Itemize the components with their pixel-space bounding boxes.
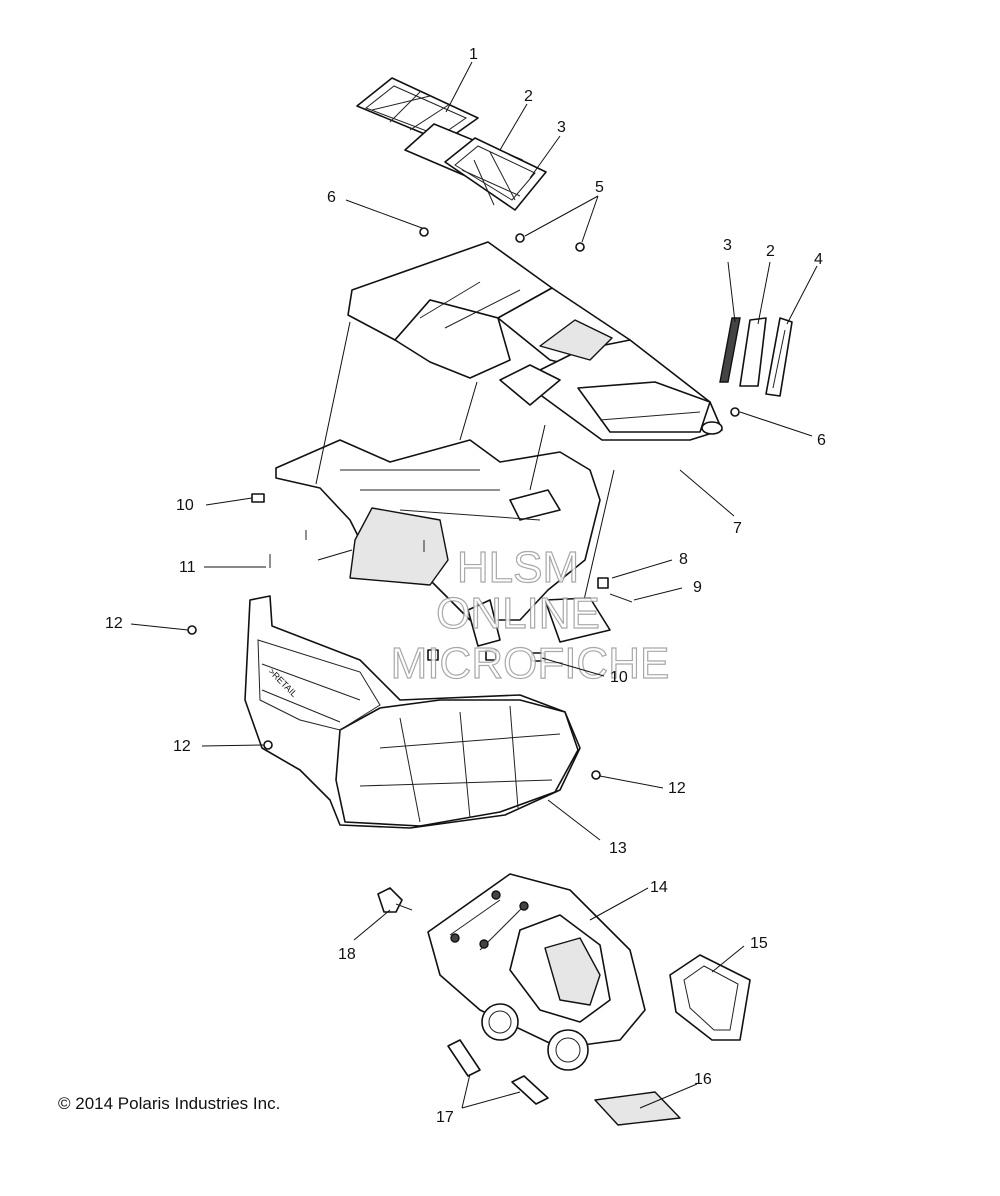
callout-10: 10 xyxy=(176,497,194,514)
callout-2: 2 xyxy=(524,88,533,105)
callout-2-side: 2 xyxy=(766,243,775,260)
callout-9: 9 xyxy=(693,579,702,596)
callout-10-lower: 10 xyxy=(610,669,628,686)
callout-12-right: 12 xyxy=(668,780,686,797)
callout-3: 3 xyxy=(557,119,566,136)
watermark-line-1: HLSM xyxy=(457,543,579,592)
side-filter-pieces xyxy=(719,317,793,397)
callout-11: 11 xyxy=(179,559,196,576)
retainer-knob xyxy=(377,887,413,913)
filter-frame-upper-assembly xyxy=(356,77,547,211)
middle-duct-assembly xyxy=(275,439,611,647)
callout-5: 5 xyxy=(595,179,604,196)
watermark: HLSM ONLINE MICROFICHE xyxy=(390,542,670,688)
upper-intake-cover xyxy=(347,241,723,441)
callout-16: 16 xyxy=(694,1071,712,1088)
callout-8: 8 xyxy=(679,551,688,568)
callout-12-left: 12 xyxy=(173,738,191,755)
callout-6-side: 6 xyxy=(817,432,826,449)
callout-13: 13 xyxy=(609,840,627,857)
callout-4: 4 xyxy=(814,251,823,268)
callout-leaders xyxy=(130,61,818,1109)
assembly-guide-lines xyxy=(315,321,615,601)
callout-15: 15 xyxy=(750,935,768,952)
lower-air-box: >RETAIL xyxy=(244,595,581,829)
callout-1: 1 xyxy=(469,46,478,63)
callout-3-side: 3 xyxy=(723,237,732,254)
fasteners xyxy=(187,227,740,780)
hose-clamps xyxy=(447,1039,549,1105)
callout-12: 12 xyxy=(105,615,123,632)
callout-17: 17 xyxy=(436,1109,454,1126)
copyright-notice: © 2014 Polaris Industries Inc. xyxy=(58,1094,281,1113)
callout-7: 7 xyxy=(733,520,742,537)
air-box-gasket xyxy=(669,954,751,1041)
watermark-line-2: ONLINE xyxy=(436,589,600,638)
watermark-line-3: MICROFICHE xyxy=(391,639,670,688)
callout-numbers: 1 2 3 5 6 3 2 4 6 7 10 11 8 9 12 10 12 1… xyxy=(105,46,826,1126)
air-box-base xyxy=(427,873,646,1071)
callout-18: 18 xyxy=(338,946,356,963)
callout-14: 14 xyxy=(650,879,668,896)
callout-6: 6 xyxy=(327,189,336,206)
